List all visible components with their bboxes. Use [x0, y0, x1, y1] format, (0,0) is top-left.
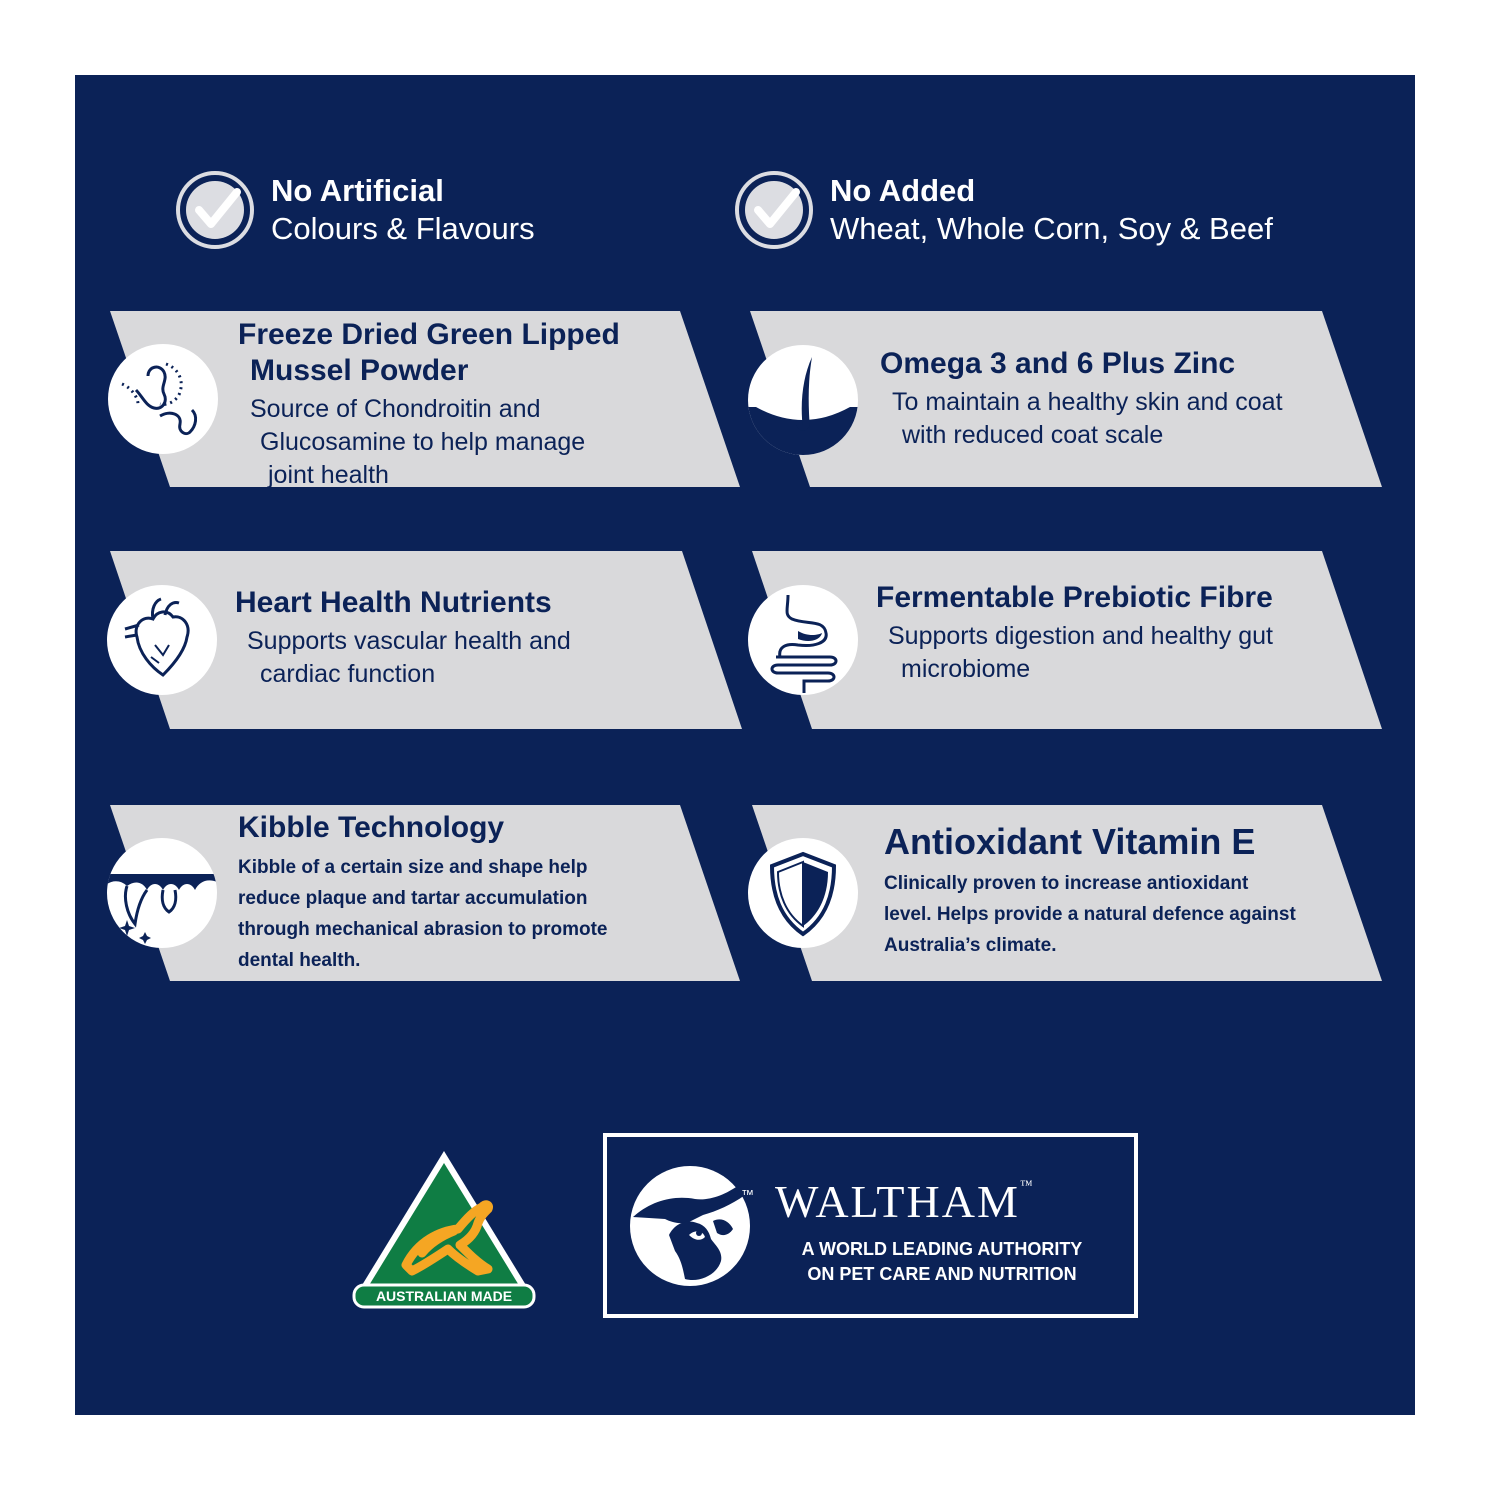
- product-features-panel: [75, 75, 1415, 1415]
- australian-made-label: AUSTRALIAN MADE: [376, 1288, 512, 1304]
- stomach-intestine-icon: [748, 585, 858, 695]
- benefit-title: Omega 3 and 6 Plus Zinc: [880, 347, 1236, 380]
- benefit-title: Fermentable Prebiotic Fibre: [876, 581, 1273, 614]
- benefit-description: reduce plaque and tartar accumulation: [238, 888, 588, 909]
- benefit-text: Antioxidant Vitamin E Clinically proven t…: [884, 822, 1296, 961]
- joint-icon: [108, 344, 218, 454]
- claim-subtitle: Wheat, Whole Corn, Soy & Beef: [830, 211, 1273, 246]
- benefit-description: cardiac function: [260, 660, 436, 688]
- benefit-description: Kibble of a certain size and shape help: [238, 857, 588, 878]
- benefit-description: through mechanical abrasion to promote: [238, 919, 608, 940]
- benefit-description: Supports vascular health and: [247, 627, 571, 655]
- benefit-title: Freeze Dried Green Lipped: [238, 318, 620, 351]
- hair-follicle-icon: [748, 345, 858, 455]
- waltham-tagline: A WORLD LEADING AUTHORITY ON PET CARE AN…: [797, 1237, 1087, 1287]
- benefit-description: Glucosamine to help manage: [260, 428, 586, 456]
- claim-subtitle: Colours & Flavours: [271, 211, 535, 246]
- waltham-badge: ™ WALTHAM™ A WORLD LEADING AUTHORITY ON …: [603, 1133, 1138, 1318]
- benefit-description: Clinically proven to increase antioxidan…: [884, 873, 1249, 894]
- claim-no-artificial: No Artificial Colours & Flavours: [175, 170, 535, 250]
- benefit-description: joint health: [268, 461, 389, 489]
- benefit-title: Heart Health Nutrients: [235, 586, 552, 619]
- checkmark-icon: [735, 171, 813, 249]
- benefit-description: Supports digestion and healthy gut: [888, 622, 1273, 650]
- checkmark-icon: [176, 171, 254, 249]
- waltham-tagline-line: ON PET CARE AND NUTRITION: [807, 1264, 1077, 1284]
- teeth-icon: [107, 838, 217, 948]
- benefit-description: level. Helps provide a natural defence a…: [884, 904, 1296, 925]
- waltham-hand-pet-icon: [630, 1166, 750, 1286]
- benefit-title: Kibble Technology: [238, 811, 505, 844]
- shield-icon: [748, 838, 858, 948]
- waltham-tm-suffix: ™: [1019, 1177, 1035, 1192]
- benefit-description: microbiome: [901, 655, 1031, 683]
- australian-made-logo: AUSTRALIAN MADE: [350, 1145, 538, 1310]
- benefit-description: Australia’s climate.: [884, 935, 1057, 956]
- benefit-text: Omega 3 and 6 Plus Zinc To maintain a hea…: [880, 346, 1283, 452]
- claim-no-added: No Added Wheat, Whole Corn, Soy & Beef: [734, 170, 1273, 250]
- waltham-tagline-line: A WORLD LEADING AUTHORITY: [801, 1239, 1083, 1259]
- claim-title: No Artificial: [271, 173, 444, 208]
- benefit-description: dental health.: [238, 950, 361, 971]
- benefit-description: with reduced coat scale: [902, 421, 1164, 449]
- benefit-description: Source of Chondroitin and: [250, 395, 541, 423]
- claim-title: No Added: [830, 173, 976, 208]
- waltham-wordmark: WALTHAM™: [775, 1175, 1035, 1228]
- heart-icon: [107, 585, 217, 695]
- benefit-description: To maintain a healthy skin and coat: [892, 388, 1283, 416]
- waltham-tm: ™: [741, 1187, 754, 1202]
- benefit-title: Antioxidant Vitamin E: [884, 821, 1256, 862]
- benefit-title: Mussel Powder: [250, 354, 469, 387]
- waltham-name: WALTHAM: [775, 1176, 1020, 1227]
